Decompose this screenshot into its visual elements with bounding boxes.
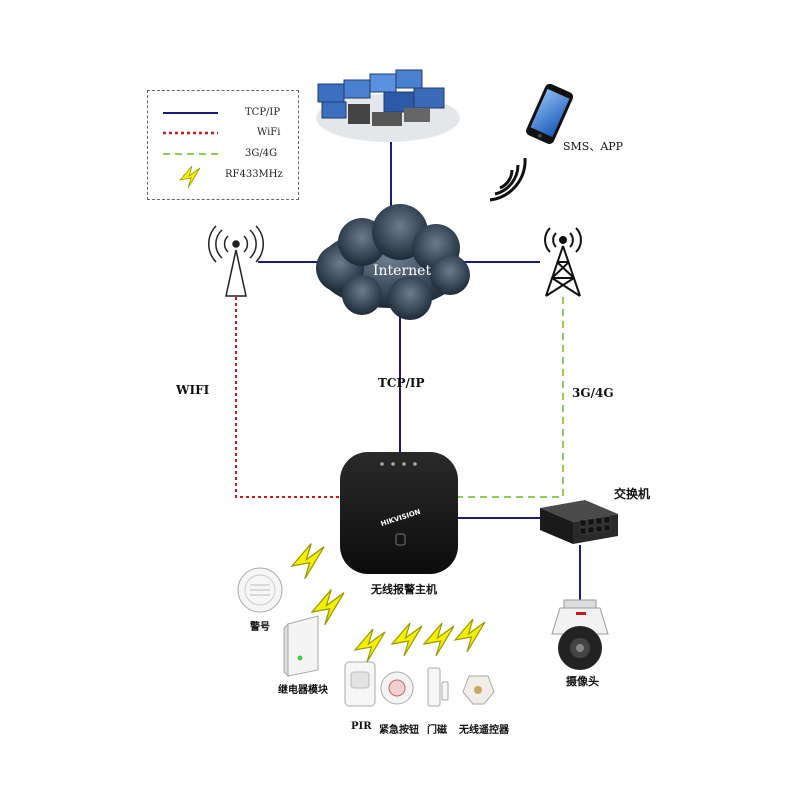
main-host-label: 无线报警主机 (371, 583, 437, 596)
remote-label: 无线遥控器 (459, 725, 509, 736)
wifi-antenna-icon (208, 225, 264, 297)
siren-label: 警号 (250, 622, 270, 633)
rf-bolt-icon (454, 618, 486, 653)
control-center-icon (316, 69, 460, 142)
alarm-hub-device (340, 452, 458, 574)
wireless-signal-icon (489, 157, 527, 202)
internet-label: Internet (373, 263, 432, 279)
pir-label: PIR (351, 721, 372, 732)
switch-label: 交换机 (614, 487, 651, 501)
siren-device (237, 567, 283, 613)
legend-cellular-label: 3G/4G (245, 148, 278, 159)
rf-bolt-icon (391, 622, 423, 657)
relay-module-device (283, 615, 319, 678)
cell-tower-icon (544, 227, 582, 297)
wifi-link-label: WIFI (176, 383, 210, 397)
phone-icon (526, 83, 574, 144)
camera-label: 摄像头 (566, 675, 599, 688)
panic-button-device (380, 671, 414, 705)
cellular-link-label: 3G/4G (572, 386, 614, 400)
door-label: 门磁 (427, 725, 447, 736)
rf-bolt-icon (423, 622, 455, 657)
tcpip-link-label: TCP/IP (378, 376, 425, 390)
internet-cloud-icon (316, 204, 470, 320)
legend-wifi-label: WiFi (257, 127, 281, 138)
relay-label: 继电器模块 (278, 685, 328, 696)
rf-bolt-icon (291, 542, 325, 580)
link-cellular (458, 297, 564, 498)
panic-label: 紧急按钮 (379, 725, 419, 736)
dome-camera-device (551, 599, 609, 670)
link-wifi (235, 297, 340, 498)
legend (147, 90, 299, 200)
network-switch-device (540, 500, 618, 544)
door-contact-device (427, 667, 449, 707)
rf-bolt-icon (354, 628, 386, 663)
legend-tcpip-label: TCP/IP (245, 107, 281, 118)
remote-control-device (462, 675, 495, 705)
legend-rf-label: RF433MHz (225, 169, 283, 180)
pir-sensor-device (344, 661, 376, 707)
sms-app-label: SMS、APP (563, 140, 624, 153)
